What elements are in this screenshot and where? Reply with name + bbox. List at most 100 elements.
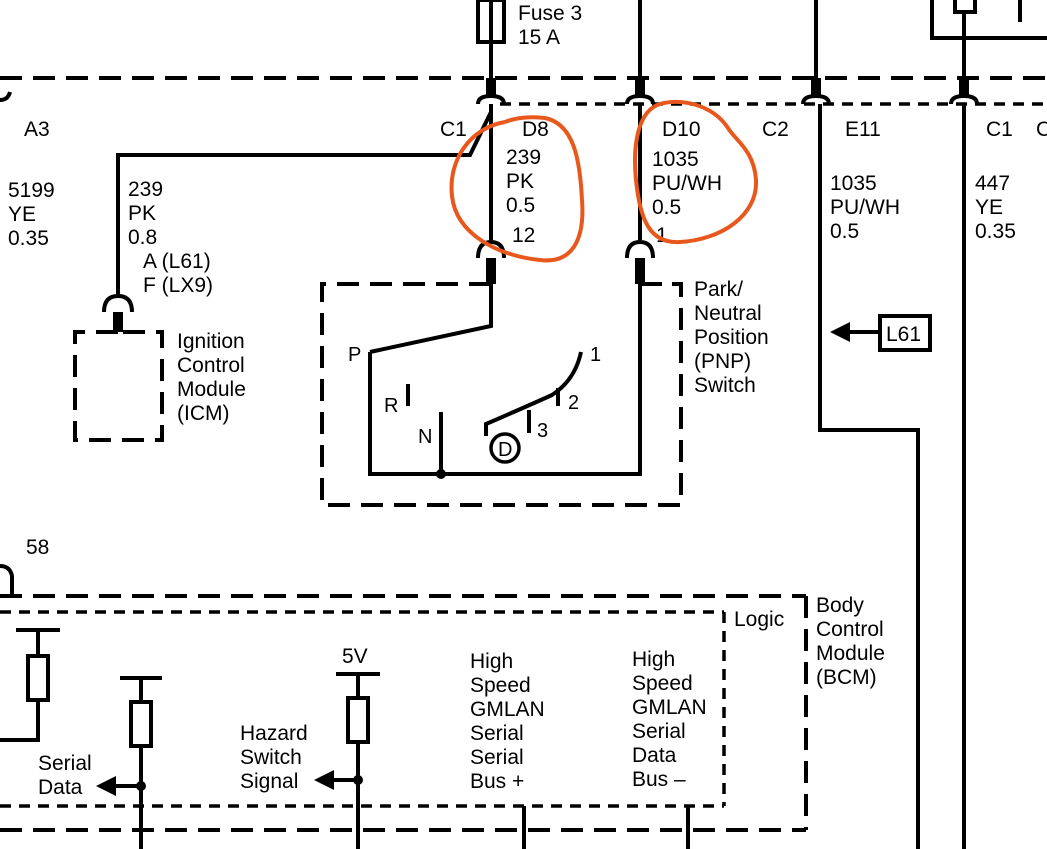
terminal-a3	[0, 91, 12, 102]
connector-c1-right: C1	[986, 118, 1013, 141]
highlight-d8-circle	[449, 115, 585, 263]
connector-e11: E11	[845, 118, 881, 141]
pnp-junction-n	[436, 469, 446, 479]
wire-239-center-gauge: 0.5	[506, 194, 535, 217]
connector-c2: C2	[762, 118, 789, 141]
wire-447-circuit: 447	[975, 172, 1010, 195]
pos-2: 2	[568, 392, 579, 414]
variant-lx9: F (LX9)	[143, 274, 213, 297]
terminal-58	[0, 564, 14, 596]
hs-plus-line-2: Speed	[470, 674, 531, 697]
pos-d: D	[498, 439, 512, 461]
l61-tag: L61	[886, 323, 921, 346]
resistor-left	[0, 628, 60, 742]
pos-p: P	[348, 344, 361, 366]
fuse-3	[476, 0, 506, 92]
pnp-label-line-5: Switch	[694, 374, 756, 397]
pos-r: R	[384, 395, 398, 417]
wire-447-color: YE	[975, 196, 1003, 219]
hs-plus-line-4: Serial	[470, 722, 524, 745]
bcm-label-line-2: Control	[816, 618, 884, 641]
terminal-e11	[801, 78, 831, 105]
bcm-label-line-1: Body	[816, 594, 864, 617]
hazard-line-1: Hazard	[240, 722, 308, 745]
top-right-small	[953, 0, 977, 14]
hs-plus-line-6: Bus +	[470, 770, 524, 793]
connector-c-edge: C	[1036, 118, 1047, 141]
connector-c1-left: C1	[440, 118, 467, 141]
wire-5199-color: YE	[8, 203, 36, 226]
pos-3: 3	[537, 420, 548, 442]
hs-minus-line-1: High	[632, 648, 675, 671]
fuse-rating: 15 A	[518, 26, 560, 49]
wire-239-center-circuit: 239	[506, 146, 541, 169]
wire-1035-right-circuit: 1035	[830, 172, 877, 195]
fuse-name: Fuse 3	[518, 2, 582, 25]
highlight-d10-circle	[633, 99, 759, 245]
pos-n: N	[418, 426, 432, 448]
l61-tag-box	[878, 314, 932, 352]
variant-l61: A (L61)	[143, 250, 211, 273]
pnp-switch-box	[320, 282, 683, 507]
pnp-terminal-1	[625, 239, 655, 284]
wire-239-left-circuit: 239	[128, 178, 163, 201]
pnp-label-line-4: (PNP)	[694, 350, 751, 373]
hs-minus-line-5: Data	[632, 744, 677, 767]
serial-data-line-2: Data	[38, 776, 83, 799]
wire-239-left-gauge: 0.8	[128, 226, 157, 249]
wire-1035-right-gauge: 0.5	[830, 220, 859, 243]
hs-plus-line-3: GMLAN	[470, 698, 545, 721]
terminal-c1-d8	[476, 78, 506, 105]
hs-plus-line-1: High	[470, 650, 513, 673]
icm-module-box	[73, 330, 164, 442]
supply-5v: 5V	[342, 645, 368, 668]
icm-label-line-3: Module	[177, 378, 246, 401]
icm-terminal	[102, 293, 134, 332]
terminal-c1-right	[949, 78, 979, 105]
resistor-serial-data	[96, 676, 162, 849]
drive-circle	[489, 432, 521, 464]
icm-label-line-2: Control	[177, 354, 245, 377]
connector-58: 58	[26, 536, 49, 559]
pnp-switch-arm	[369, 284, 493, 354]
wire-1035-center-circuit: 1035	[652, 148, 699, 171]
connector-d8: D8	[522, 118, 549, 141]
wire-1035-center-gauge: 0.5	[652, 196, 681, 219]
icm-label-line-4: (ICM)	[177, 402, 229, 425]
wire-1035-right	[818, 104, 920, 849]
pnp-gear-arc	[484, 351, 583, 436]
wire-1035-center-color: PU/WH	[652, 172, 722, 195]
wire-239-left-color: PK	[128, 202, 156, 225]
pnp-label-line-1: Park/	[694, 278, 743, 301]
connector-a3: A3	[24, 118, 50, 141]
terminal-d10	[625, 78, 655, 105]
wire-5199-gauge: 0.35	[8, 227, 49, 250]
resistor-hazard	[314, 672, 380, 849]
pnp-label-line-3: Position	[694, 326, 769, 349]
hazard-line-3: Signal	[240, 770, 298, 793]
hs-minus-line-6: Bus –	[632, 768, 686, 791]
l61-option-arrow	[830, 322, 880, 342]
serial-data-line-1: Serial	[38, 752, 92, 775]
hazard-line-2: Switch	[240, 746, 302, 769]
hs-minus-line-4: Serial	[632, 720, 686, 743]
wire-447-gauge: 0.35	[975, 220, 1016, 243]
pnp-common-loop	[368, 284, 642, 476]
icm-label-line-1: Ignition	[177, 330, 245, 353]
hs-minus-line-2: Speed	[632, 672, 693, 695]
pnp-label-line-2: Neutral	[694, 302, 762, 325]
bcm-label-line-4: (BCM)	[816, 666, 877, 689]
wire-239-center-color: PK	[506, 170, 534, 193]
logic-label: Logic	[734, 608, 784, 631]
bcm-label-line-3: Module	[816, 642, 885, 665]
hs-minus-line-3: GMLAN	[632, 696, 707, 719]
connector-d10: D10	[662, 118, 701, 141]
wire-5199-circuit: 5199	[8, 179, 55, 202]
pos-1: 1	[590, 344, 601, 366]
pnp-pin-1: 1	[656, 224, 668, 247]
hs-plus-line-5: Serial	[470, 746, 524, 769]
wire-1035-right-color: PU/WH	[830, 196, 900, 219]
top-right-box	[930, 0, 1047, 40]
pnp-pin-12: 12	[512, 224, 535, 247]
